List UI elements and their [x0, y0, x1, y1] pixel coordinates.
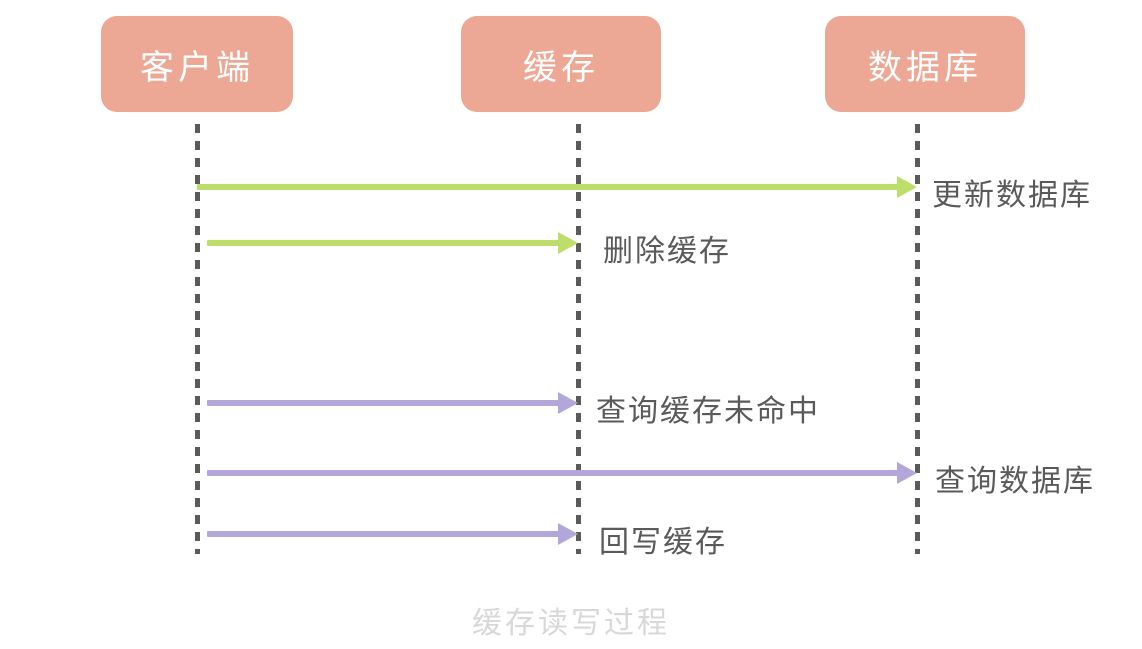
- message-line-writeback: [207, 531, 559, 537]
- message-line-update-db: [197, 184, 898, 190]
- message-writeback[interactable]: [207, 523, 578, 545]
- participant-label-database: 数据库: [868, 47, 982, 88]
- participant-cache[interactable]: 缓存: [461, 16, 661, 112]
- arrowhead-icon-writeback: [558, 523, 578, 545]
- arrowhead-icon-delete-cache: [558, 232, 578, 254]
- lifeline-cache: [576, 124, 581, 554]
- participant-label-cache: 缓存: [523, 47, 599, 88]
- message-line-query-db: [207, 470, 898, 476]
- participant-database[interactable]: 数据库: [825, 16, 1025, 112]
- message-delete-cache[interactable]: [207, 232, 578, 254]
- message-label-update-db: 更新数据库: [932, 178, 1092, 213]
- message-update-db[interactable]: [197, 176, 917, 198]
- arrowhead-icon-update-db: [897, 176, 917, 198]
- message-label-query-db: 查询数据库: [935, 464, 1095, 499]
- message-label-writeback: 回写缓存: [599, 525, 727, 560]
- lifeline-client: [195, 124, 200, 554]
- message-query-cache[interactable]: [207, 392, 578, 414]
- message-query-db[interactable]: [207, 462, 917, 484]
- lifeline-database: [915, 124, 920, 554]
- diagram-caption: 缓存读写过程: [472, 606, 670, 641]
- participant-label-client: 客户端: [140, 47, 254, 88]
- message-label-delete-cache: 删除缓存: [603, 234, 731, 269]
- arrowhead-icon-query-db: [897, 462, 917, 484]
- participant-client[interactable]: 客户端: [101, 16, 293, 112]
- message-line-delete-cache: [207, 240, 559, 246]
- message-label-query-cache: 查询缓存未命中: [596, 394, 820, 429]
- message-line-query-cache: [207, 400, 559, 406]
- arrowhead-icon-query-cache: [558, 392, 578, 414]
